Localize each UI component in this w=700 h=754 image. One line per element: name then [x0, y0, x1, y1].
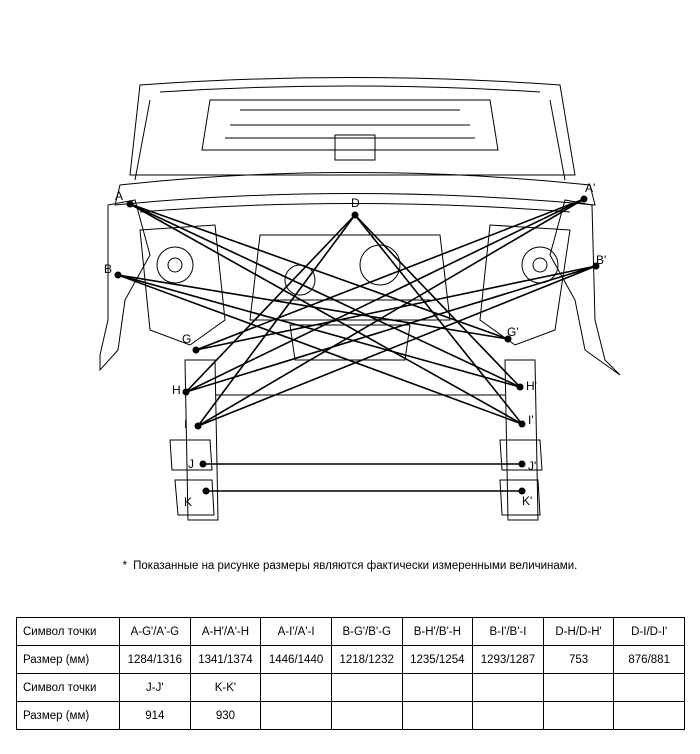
line-B-I-prime	[117, 274, 523, 425]
table-cell	[542, 701, 615, 730]
line-A-prime-G	[195, 198, 585, 351]
table-cell: D-H/D-H'	[542, 617, 615, 646]
table-cell: A-H'/A'-H	[189, 617, 262, 646]
table-cell: B-H'/B'-H	[401, 617, 474, 646]
line-D-H	[185, 214, 356, 393]
label-A: A	[115, 189, 123, 203]
label-K: K	[184, 495, 192, 509]
table-cell	[472, 673, 544, 702]
label-G-prime: G'	[507, 325, 519, 339]
table-cell	[472, 701, 544, 730]
point-K-prime	[518, 487, 526, 495]
point-J-prime	[518, 460, 526, 468]
table-cell	[330, 673, 403, 702]
measurement-points	[114, 195, 600, 495]
point-A	[126, 200, 134, 208]
table-cell: 753	[542, 645, 615, 674]
point-B-prime	[592, 262, 600, 270]
line-B-prime-H	[185, 265, 597, 393]
point-I-prime	[518, 420, 526, 428]
point-H	[182, 388, 190, 396]
point-labels: A A' B B' D G G' H H' I I' J J' K K'	[104, 181, 606, 509]
row-header: Размер (мм)	[16, 645, 120, 674]
measurement-lines	[117, 198, 597, 492]
table-row: Символ точки J-J' K-K'	[16, 673, 685, 702]
label-J: J	[188, 457, 194, 471]
table-cell	[613, 673, 685, 702]
table-cell	[401, 701, 474, 730]
line-D-I-prime	[354, 214, 523, 425]
table-cell: 1341/1374	[189, 645, 262, 674]
table-cell: A-I'/A'-I	[260, 617, 332, 646]
table-row: Символ точки A-G'/A'-G A-H'/A'-H A-I'/A'…	[16, 617, 685, 646]
point-G-prime	[504, 335, 512, 343]
label-B: B	[104, 262, 112, 276]
label-H: H	[172, 383, 181, 397]
table-cell: A-G'/A'-G	[119, 617, 191, 646]
line-A-I-prime	[129, 203, 523, 425]
label-I: I	[184, 417, 187, 431]
vehicle-body-drawing	[99, 77, 621, 521]
label-D: D	[351, 196, 360, 210]
point-I	[194, 422, 202, 430]
row-header: Размер (мм)	[16, 701, 120, 730]
table-cell: 914	[119, 701, 191, 730]
point-B	[114, 271, 122, 279]
table-cell: J-J'	[119, 673, 191, 702]
note-asterisk: *	[122, 560, 128, 572]
table-cell: 876/881	[613, 645, 685, 674]
label-B-prime: B'	[596, 253, 606, 267]
table-cell	[260, 701, 332, 730]
point-J	[199, 460, 207, 468]
line-D-I	[197, 214, 356, 427]
label-H-prime: H'	[526, 379, 537, 393]
table-row: Размер (мм) 914 930	[16, 701, 685, 730]
line-A-G-prime	[129, 203, 509, 340]
table-cell: 1284/1316	[119, 645, 191, 674]
table-cell	[613, 701, 685, 730]
line-B-prime-I	[197, 265, 597, 427]
line-A-prime-I	[197, 198, 585, 427]
table-cell: D-I/D-I'	[613, 617, 685, 646]
label-J-prime: J'	[528, 459, 536, 473]
line-A-H-prime	[129, 203, 521, 388]
table-cell: 1293/1287	[472, 645, 544, 674]
table-cell: 930	[189, 701, 262, 730]
label-K-prime: K'	[522, 494, 532, 508]
table-cell: 1446/1440	[260, 645, 332, 674]
line-A-prime-H	[185, 198, 585, 393]
label-A-prime: A'	[585, 181, 595, 195]
table-cell	[542, 673, 615, 702]
label-G: G	[182, 332, 191, 346]
table-cell: 1218/1232	[330, 645, 403, 674]
table-cell	[330, 701, 403, 730]
row-header: Символ точки	[16, 673, 120, 702]
row-header: Символ точки	[16, 617, 120, 646]
table-cell: B-I'/B'-I	[472, 617, 544, 646]
line-B-prime-G	[195, 265, 597, 351]
table-cell: B-G'/B'-G	[330, 617, 403, 646]
point-H-prime	[516, 383, 524, 391]
table-row: Размер (мм) 1284/1316 1341/1374 1446/144…	[16, 645, 685, 674]
measurement-note: * Показанные на рисунке размеры являются …	[0, 560, 700, 572]
table-cell	[260, 673, 332, 702]
point-D	[351, 211, 359, 219]
point-K	[202, 487, 210, 495]
table-cell: 1235/1254	[401, 645, 474, 674]
table-cell: K-K'	[189, 673, 262, 702]
line-D-H-prime	[354, 214, 521, 388]
point-A-prime	[580, 195, 588, 203]
line-B-H-prime	[117, 274, 521, 388]
point-G	[192, 346, 200, 354]
dimensions-table: Символ точки A-G'/A'-G A-H'/A'-H A-I'/A'…	[16, 617, 685, 730]
body-dimensions-diagram: A A' B B' D G G' H H' I I' J J' K K'	[99, 77, 621, 521]
table-cell	[401, 673, 474, 702]
note-text: Показанные на рисунке размеры являются ф…	[133, 560, 578, 572]
label-I-prime: I'	[528, 413, 534, 427]
